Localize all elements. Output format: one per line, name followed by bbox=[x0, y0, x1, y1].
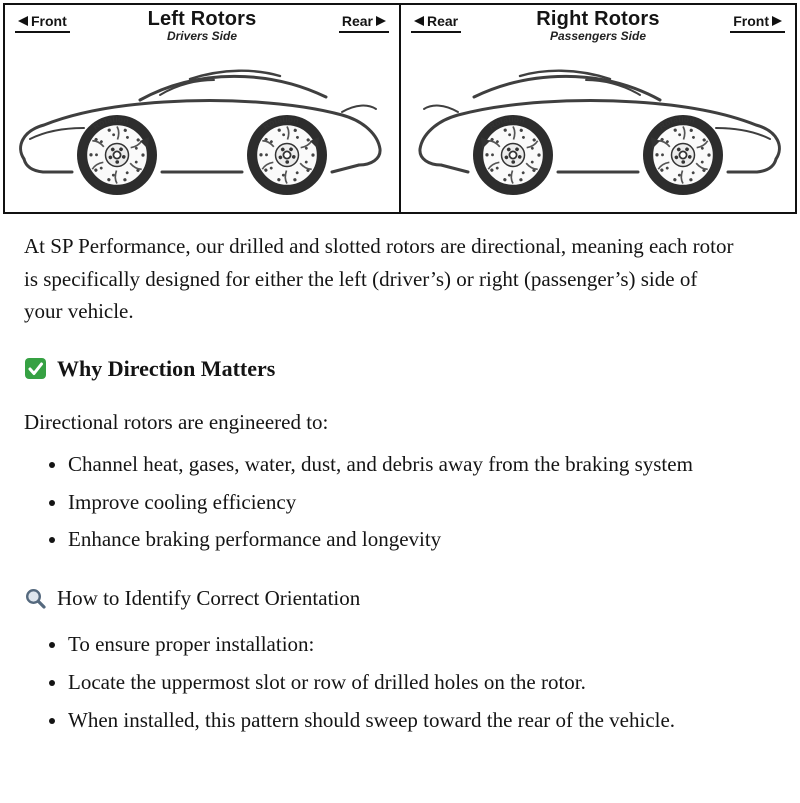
direction-text: Front bbox=[31, 13, 67, 29]
arrow-right-icon bbox=[376, 16, 386, 26]
arrow-left-icon bbox=[18, 16, 28, 26]
list-item: Channel heat, gases, water, dust, and de… bbox=[68, 448, 736, 481]
check-badge-icon bbox=[24, 357, 47, 380]
rear-direction-label: Rear bbox=[338, 13, 389, 33]
list-item: When installed, this pattern should swee… bbox=[68, 704, 736, 737]
direction-text: Front bbox=[733, 13, 769, 29]
arrow-right-icon bbox=[772, 16, 782, 26]
section-heading-identify-orientation: How to Identify Correct Orientation bbox=[24, 582, 736, 615]
section-heading-text: Why Direction Matters bbox=[57, 355, 276, 381]
list-item: Locate the uppermost slot or row of dril… bbox=[68, 666, 736, 699]
rotation-arrow-icon bbox=[310, 137, 319, 149]
list-item: Improve cooling efficiency bbox=[68, 486, 736, 519]
section-heading-text: How to Identify Correct Orientation bbox=[57, 585, 361, 610]
list-item: Enhance braking performance and longevit… bbox=[68, 523, 736, 556]
intro-paragraph: At SP Performance, our drilled and slott… bbox=[24, 234, 734, 324]
right-car-illustration: Rotation Rotation bbox=[408, 55, 788, 210]
left-car-illustration: Rotation Rotation bbox=[12, 55, 392, 210]
orientation-list: To ensure proper installation: Locate th… bbox=[24, 628, 736, 736]
rotation-arrow-icon bbox=[651, 137, 660, 149]
rear-direction-label: Rear bbox=[411, 13, 462, 33]
rotation-arrow-icon bbox=[481, 137, 490, 149]
rotation-arrow-icon bbox=[140, 137, 149, 149]
direction-text: Rear bbox=[427, 13, 459, 29]
direction-text: Rear bbox=[341, 13, 373, 29]
list-item: To ensure proper installation: bbox=[68, 628, 736, 661]
rotor-direction-diagram: Front Left Rotors Drivers Side Rear Rota… bbox=[3, 3, 797, 214]
benefits-list: Channel heat, gases, water, dust, and de… bbox=[24, 448, 736, 556]
front-direction-label: Front bbox=[15, 13, 70, 33]
section-lead: Directional rotors are engineered to: bbox=[24, 409, 329, 434]
left-rotors-panel: Front Left Rotors Drivers Side Rear Rota… bbox=[5, 5, 399, 212]
article-body: At SP Performance, our drilled and slott… bbox=[0, 214, 760, 736]
right-rotors-panel: Rear Right Rotors Passengers Side Front … bbox=[399, 5, 795, 212]
magnifier-icon bbox=[24, 587, 47, 610]
section-heading-why-direction-matters: Why Direction Matters bbox=[24, 352, 736, 386]
front-direction-label: Front bbox=[730, 13, 785, 33]
arrow-left-icon bbox=[414, 16, 424, 26]
